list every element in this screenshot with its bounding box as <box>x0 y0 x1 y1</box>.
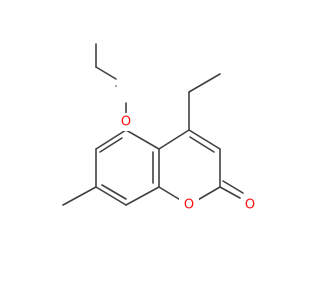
oxygen-ethoxy-label: O <box>121 115 131 130</box>
oxygen-carbonyl-label: O <box>245 198 255 213</box>
bond-c2-oring <box>195 186 221 202</box>
bond-c7-methyl <box>62 186 97 206</box>
molecule-diagram: O O O <box>62 43 255 214</box>
bond-ch2-ch3 <box>188 73 221 93</box>
bond-c2-ocarbonyl <box>219 186 241 199</box>
bond-ethoxy-ch3-ch2 <box>95 66 117 80</box>
bond-c5-c6 <box>95 129 127 150</box>
bond-c7-c8 <box>95 186 127 206</box>
bond-c8-c8a <box>125 186 160 206</box>
bond-c4-c3 <box>188 129 221 150</box>
label-bg-ethoxy <box>116 113 136 131</box>
label-bg-ring-oxygen <box>179 196 199 214</box>
bond-c5-c6-double <box>99 137 123 153</box>
bond-c2-ocarbonyl-double <box>222 180 244 194</box>
bond-c5-c4a <box>125 129 160 150</box>
oxygen-ring-label: O <box>184 198 194 213</box>
bond-c4a-c4 <box>158 129 190 150</box>
atom-labels: O O O <box>116 113 255 214</box>
bond-c7-c8-double <box>101 184 127 200</box>
bond-oring-c8a <box>158 186 183 202</box>
bond-c4-c3-double <box>189 136 215 153</box>
bonds <box>62 43 244 206</box>
